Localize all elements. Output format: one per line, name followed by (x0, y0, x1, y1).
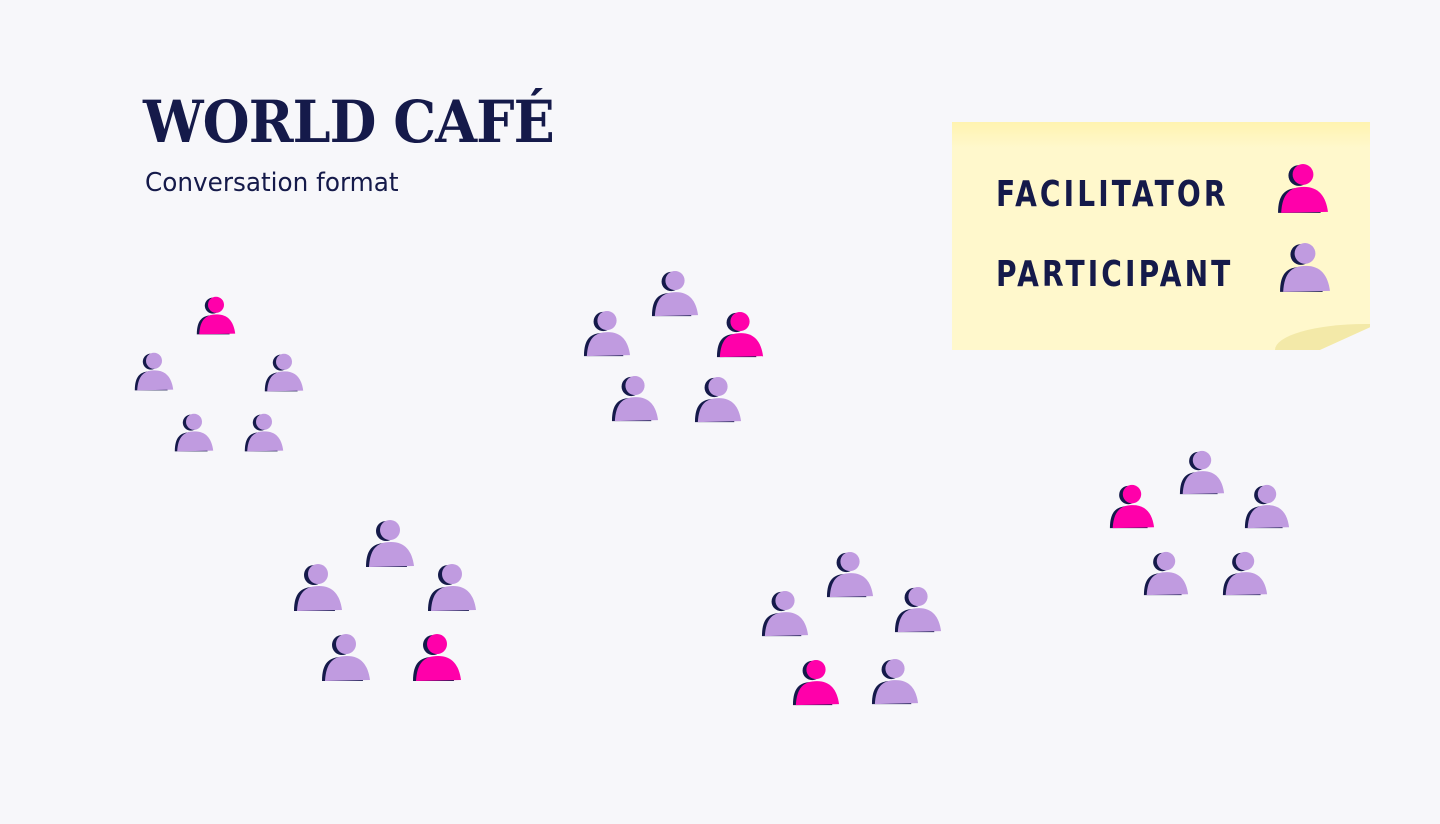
facilitator-person-icon (792, 659, 840, 707)
participant-person-icon (611, 375, 659, 423)
note-tape (952, 122, 1370, 148)
participant-person-icon (134, 352, 174, 392)
legend-facilitator-icon (1277, 163, 1329, 215)
note-page-curl (1275, 324, 1370, 350)
legend-sticky-note: FACILITATOR PARTICIPANT (952, 122, 1370, 350)
participant-person-icon (583, 310, 631, 358)
participant-person-icon (264, 353, 304, 393)
participant-person-icon (365, 519, 415, 569)
participant-person-icon (174, 413, 214, 453)
participant-person-icon (651, 270, 699, 318)
participant-person-icon (871, 658, 919, 706)
participant-person-icon (1179, 450, 1225, 496)
participant-person-icon (1222, 551, 1268, 597)
legend-label-participant: PARTICIPANT (996, 254, 1234, 295)
participant-person-icon (826, 551, 874, 599)
facilitator-person-icon (412, 633, 462, 683)
participant-person-icon (894, 586, 942, 634)
legend-label-facilitator: FACILITATOR (996, 174, 1229, 215)
facilitator-person-icon (196, 296, 236, 336)
participant-person-icon (293, 563, 343, 613)
participant-person-icon (321, 633, 371, 683)
legend-participant-icon (1279, 242, 1331, 294)
facilitator-person-icon (716, 311, 764, 359)
participant-person-icon (1143, 551, 1189, 597)
participant-person-icon (427, 563, 477, 613)
participant-person-icon (694, 376, 742, 424)
participant-person-icon (1244, 484, 1290, 530)
participant-person-icon (761, 590, 809, 638)
participant-person-icon (244, 413, 284, 453)
page-title: WORLD CAFÉ (143, 88, 555, 156)
page-subtitle: Conversation format (145, 168, 399, 198)
facilitator-person-icon (1109, 484, 1155, 530)
